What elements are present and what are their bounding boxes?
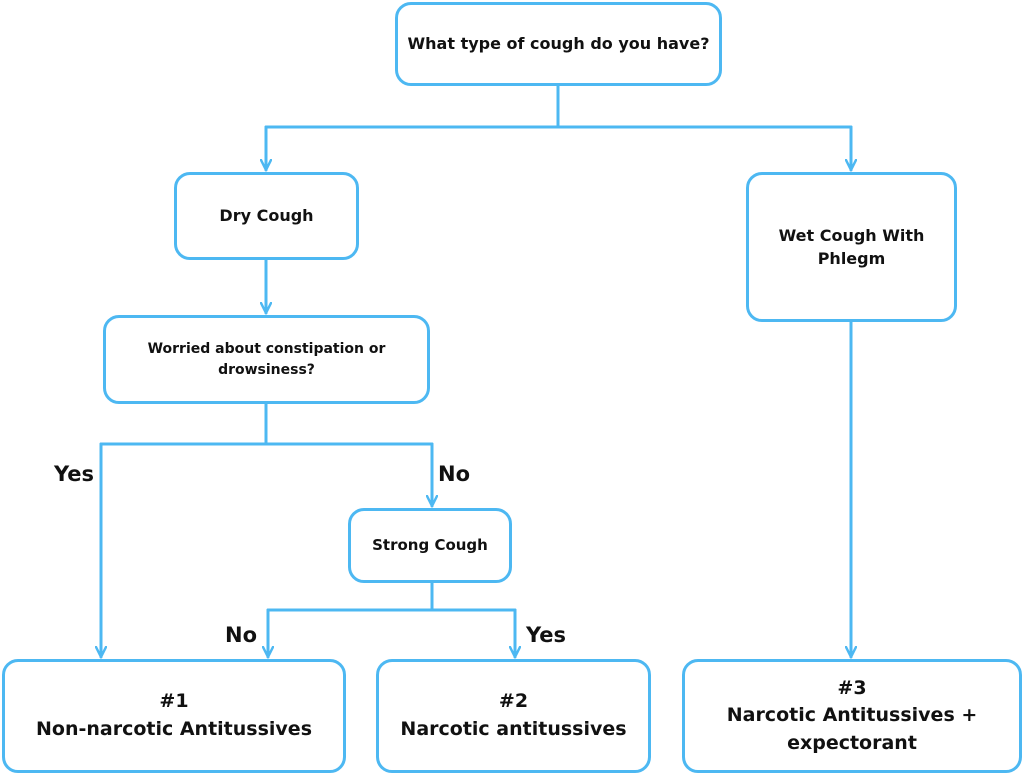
label-worry-yes: Yes — [54, 462, 95, 486]
node-strong-cough: Strong Cough — [348, 508, 512, 583]
wet-cough-text: Wet Cough With Phlegm — [778, 225, 925, 268]
node-root-question: What type of cough do you have? — [395, 2, 722, 86]
strong-cough-text: Strong Cough — [372, 535, 488, 554]
node-result-2: #2 Narcotic antitussives — [376, 659, 651, 773]
node-result-3: #3 Narcotic Antitussives + expectorant — [682, 659, 1022, 773]
dry-cough-text: Dry Cough — [219, 206, 314, 226]
result-1-label: Non-narcotic Antitussives — [35, 718, 313, 740]
result-1-number: #1 — [159, 690, 189, 713]
node-result-1: #1 Non-narcotic Antitussives — [2, 659, 346, 773]
label-worry-no: No — [438, 462, 471, 486]
result-2-number: #2 — [498, 690, 529, 713]
node-wet-cough: Wet Cough With Phlegm — [746, 172, 957, 322]
root-question-text: What type of cough do you have? — [407, 34, 710, 54]
worry-question-text: Worried about constipation or drowsiness… — [147, 341, 386, 378]
result-3-number: #3 — [837, 676, 867, 699]
label-strong-yes: Yes — [526, 623, 567, 647]
label-strong-no: No — [225, 623, 258, 647]
result-2-label: Narcotic antitussives — [400, 718, 627, 740]
node-worry-question: Worried about constipation or drowsiness… — [103, 315, 430, 404]
node-dry-cough: Dry Cough — [174, 172, 359, 260]
result-3-label: Narcotic Antitussives + expectorant — [726, 704, 978, 754]
